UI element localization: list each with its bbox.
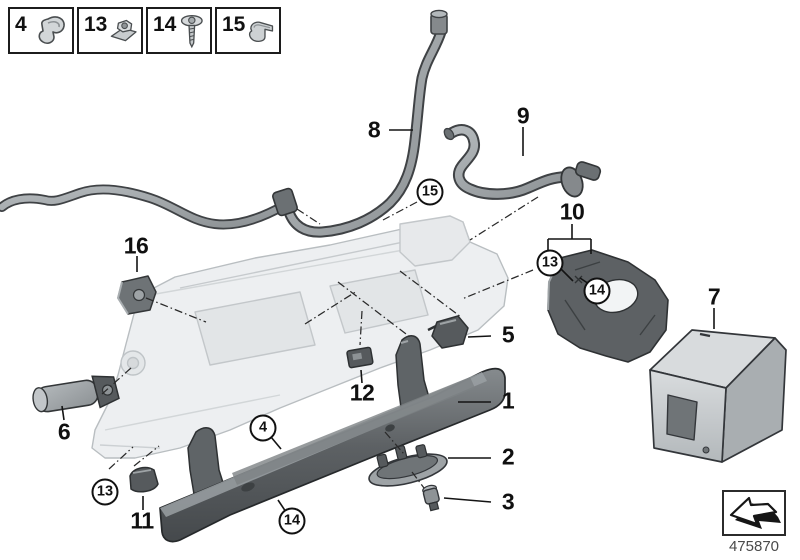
part-12-clip <box>346 346 374 369</box>
circled-callout-14-lower[interactable]: 14 <box>278 507 306 535</box>
part-6-damper-cylinder <box>32 375 120 413</box>
assembly-guide-lines <box>101 196 539 489</box>
callout-2[interactable]: 2 <box>501 443 515 470</box>
circled-callout-4[interactable]: 4 <box>249 414 277 442</box>
callout-10[interactable]: 10 <box>559 198 585 225</box>
callout-11[interactable]: 11 <box>130 507 154 534</box>
legend-item-15[interactable]: 15 <box>215 7 281 54</box>
legend-item-number: 4 <box>15 13 27 36</box>
callout-6[interactable]: 6 <box>57 418 71 445</box>
part-2-glovebox-lamp <box>368 444 448 487</box>
callout-8[interactable]: 8 <box>367 116 381 143</box>
callout-5[interactable]: 5 <box>501 321 515 348</box>
callout-leader-lines <box>61 127 715 513</box>
circled-callout-13-lower[interactable]: 13 <box>91 478 119 506</box>
part-10-support-bracket <box>547 249 669 363</box>
callout-12[interactable]: 12 <box>349 379 375 406</box>
self-tapping-screw-icon <box>181 14 204 48</box>
callout-7[interactable]: 7 <box>707 283 721 310</box>
legend-item-14[interactable]: 14 <box>146 7 212 54</box>
part-3-bulb <box>422 484 440 512</box>
legend-item-number: 13 <box>84 13 108 36</box>
callout-9[interactable]: 9 <box>516 102 530 129</box>
callout-3[interactable]: 3 <box>501 488 515 515</box>
clamp-clip-icon <box>38 15 65 44</box>
direction-arrow-box <box>722 490 786 536</box>
circled-callout-14-upper[interactable]: 14 <box>583 277 611 305</box>
circled-callout-13-upper[interactable]: 13 <box>536 249 564 277</box>
callout-1[interactable]: 1 <box>501 387 515 414</box>
legend-item-number: 14 <box>153 13 177 36</box>
drawing-number: 475870 <box>728 538 780 555</box>
callout-16[interactable]: 16 <box>123 232 149 259</box>
circled-callout-15[interactable]: 15 <box>416 178 444 206</box>
legend-item-4[interactable]: 4 <box>8 7 74 54</box>
glovebox-housing-outline <box>91 215 509 459</box>
part-11-cap <box>129 466 159 493</box>
clip-nut-icon <box>111 19 138 41</box>
direction-arrow-icon <box>729 496 781 529</box>
part-5-latch-piece <box>427 315 469 349</box>
part-1-glovebox-lid <box>159 367 506 543</box>
part-7-lower-cover <box>649 329 787 463</box>
legend-item-13[interactable]: 13 <box>77 7 143 54</box>
legend-item-number: 15 <box>222 13 246 36</box>
part-16-cover-clip <box>116 275 157 315</box>
vent-hose-8 <box>0 9 448 238</box>
fasteners-legend: 4 13 14 15 <box>8 7 281 54</box>
spring-clip-icon <box>249 21 274 42</box>
vent-hose-9 <box>443 124 602 200</box>
